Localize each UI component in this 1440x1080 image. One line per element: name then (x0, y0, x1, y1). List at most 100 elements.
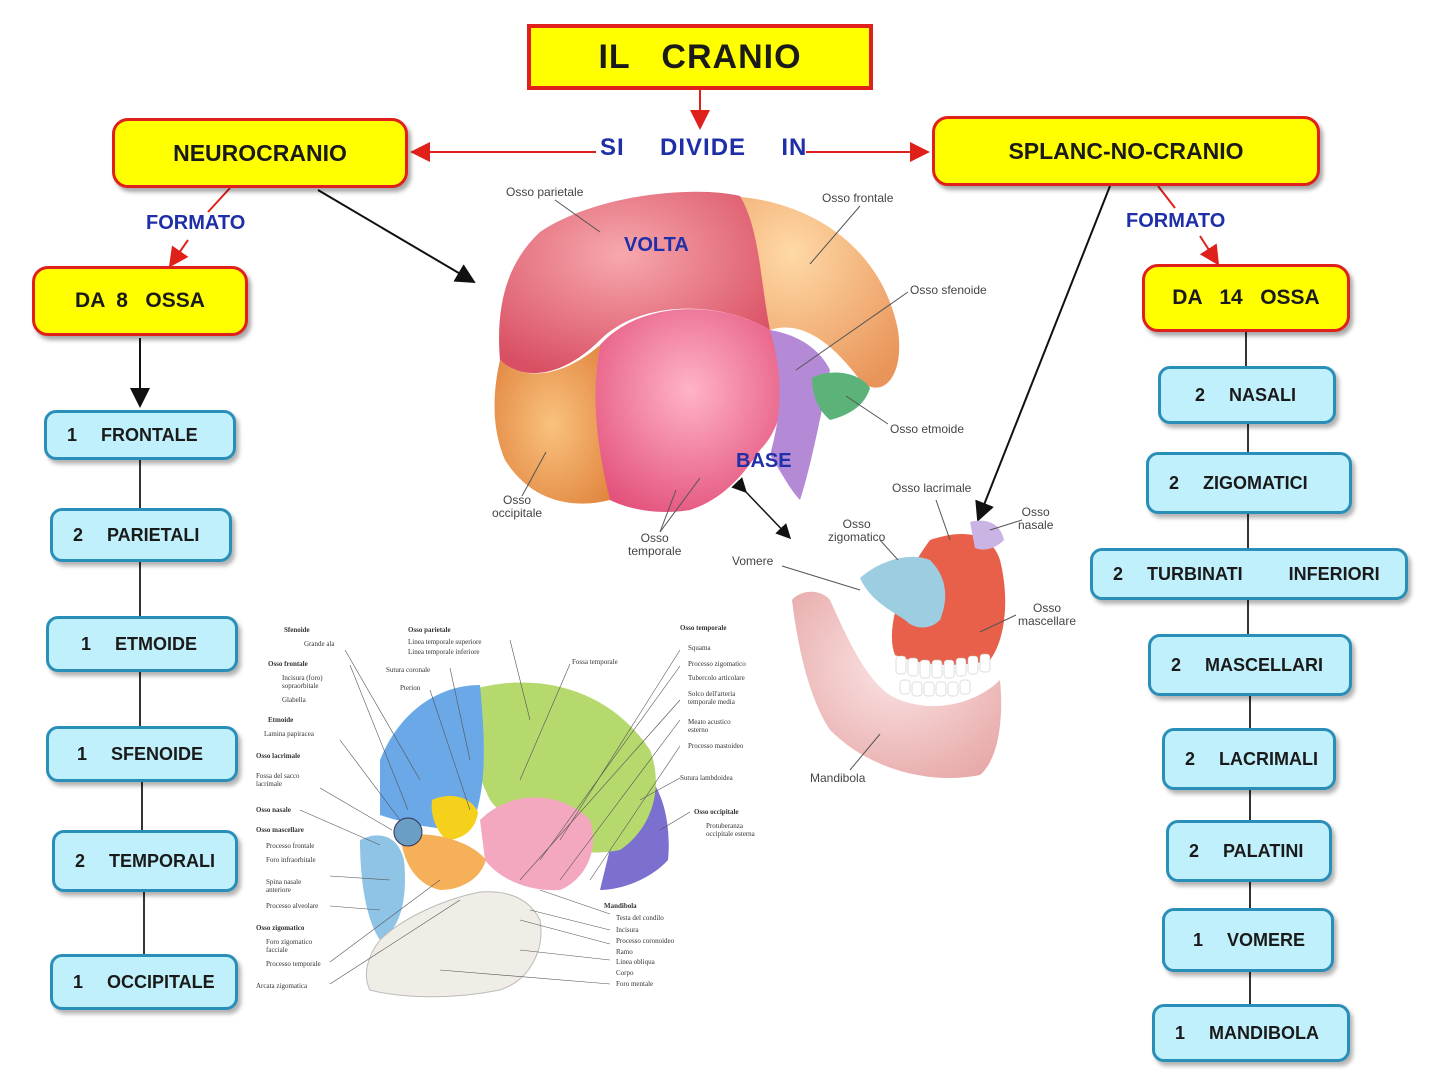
neurocranio-box: NEUROCRANIO (112, 118, 408, 188)
neurocranio-formato: FORMATO (146, 212, 246, 234)
lateral-label: Osso parietale (408, 626, 451, 634)
connector-si: SI (600, 134, 625, 161)
occipital-bone-shape (494, 345, 610, 504)
double-arrow-base-face (731, 477, 792, 540)
arrow-splanc-ossa (1199, 235, 1220, 266)
lateral-label: Squama (688, 644, 711, 652)
lateral-label: Linea temporale inferiore (408, 648, 480, 656)
lateral-label: Ramo (616, 948, 633, 956)
lateral-label: Osso mascellare (256, 826, 304, 834)
neurocranio-count-label: DA 8 OSSA (75, 289, 205, 312)
lateral-frontal-shape (380, 685, 484, 830)
lateral-label: Osso nasale (256, 806, 291, 814)
label-osso-sfenoide: Osso sfenoide (910, 283, 987, 297)
lateral-label: Lamina papiracea (264, 730, 314, 738)
label-osso-mascellare: Osso mascellare (1018, 601, 1077, 628)
lateral-label: Tubercolo articolare (688, 674, 745, 682)
splancnocranio-label: SPLANC-NO-CRANIO (1008, 137, 1244, 164)
lateral-label: Pterion (400, 684, 421, 692)
arrow-neuro-ossa (168, 239, 189, 268)
lateral-label: Processo temporale (266, 960, 321, 968)
lateral-label: Incisura (616, 926, 639, 934)
connector-divide: DIVIDE (660, 134, 747, 161)
temporal-bone-shape (595, 309, 784, 512)
lateral-label: Glabella (282, 696, 306, 704)
lateral-label: Foro mentale (616, 980, 654, 988)
lateral-sphenoid-shape (431, 796, 478, 840)
lateral-label: Fossa del sacco lacrimale (256, 772, 300, 788)
lateral-orbit (393, 817, 423, 847)
lateral-label: Sutura coronale (386, 666, 431, 674)
label-mandibola: Mandibola (810, 771, 866, 785)
label-osso-temporale: Osso temporale (628, 531, 682, 558)
lateral-label: Processo mastoideo (688, 742, 744, 750)
parietal-bone-shape (499, 191, 770, 374)
sphenoid-bone-shape (770, 330, 830, 500)
lateral-label: Osso occipitale (694, 808, 739, 816)
page-title: IL CRANIO (598, 37, 802, 76)
label-osso-frontale: Osso frontale (822, 191, 894, 205)
lateral-label: Foro infraorbitale (266, 856, 316, 864)
title-box: IL CRANIO (527, 24, 873, 90)
lateral-temporal-shape (480, 797, 594, 891)
splancnocranio-count-label: DA 14 OSSA (1172, 286, 1320, 309)
lateral-mandible-shape (365, 891, 542, 998)
label-vomere: Vomere (732, 554, 774, 568)
lateral-label: Osso frontale (268, 660, 308, 668)
label-osso-lacrimale: Osso lacrimale (892, 481, 972, 495)
zygomatic-shape (860, 556, 946, 628)
lateral-label: Solco dell'arteria temporale media (688, 690, 736, 706)
line-splanc-formato (1157, 185, 1176, 209)
lateral-label: Etmoide (268, 716, 294, 724)
lateral-label: Mandibola (604, 902, 637, 910)
neurocranio-label: NEUROCRANIO (173, 139, 347, 166)
label-osso-zigomatico: Osso zigomatico (828, 517, 886, 544)
lateral-label: Foro zigomatico facciale (266, 938, 313, 954)
neurocranio-count-box: DA 8 OSSA (32, 266, 248, 336)
splancnocranio-count-box: DA 14 OSSA (1142, 264, 1350, 332)
lateral-label: Arcata zigomatica (256, 982, 308, 990)
lateral-label: Meato acustico esterno (688, 718, 731, 734)
label-osso-etmoide: Osso etmoide (890, 422, 965, 436)
lateral-label: Processo frontale (266, 842, 315, 850)
lateral-label: Processo alveolare (266, 902, 319, 910)
lateral-label: Osso lacrimale (256, 752, 301, 760)
volta-label: VOLTA (624, 234, 689, 256)
lateral-label: Sutura lambdoidea (680, 774, 733, 782)
lateral-label: Corpo (616, 969, 634, 977)
lateral-label: Linea temporale superiore (408, 638, 482, 646)
frontal-bone-shape (720, 196, 900, 388)
arrow-splanc-face (975, 185, 1111, 522)
mandible-shape (792, 591, 1002, 778)
connector-in: IN (781, 134, 808, 161)
lateral-label: Grande ala (304, 640, 335, 648)
lateral-label: Osso zigomatico (256, 924, 305, 932)
lateral-label: Processo zigomatico (688, 660, 746, 668)
label-osso-nasale: Osso nasale (1018, 505, 1054, 532)
lateral-zygomatic-shape (400, 834, 486, 890)
lateral-label: Spina nasale anteriore (266, 878, 302, 894)
lateral-label: Sfenoide (284, 626, 310, 634)
ethmoid-bone-shape (812, 372, 870, 420)
lateral-label: Testa del condilo (616, 914, 664, 922)
lateral-maxilla-shape (360, 835, 405, 940)
lateral-label: Protuberanza occipitale esterna (706, 822, 755, 838)
lateral-label: Linea obliqua (616, 958, 655, 966)
line-neuro-formato (207, 187, 231, 213)
